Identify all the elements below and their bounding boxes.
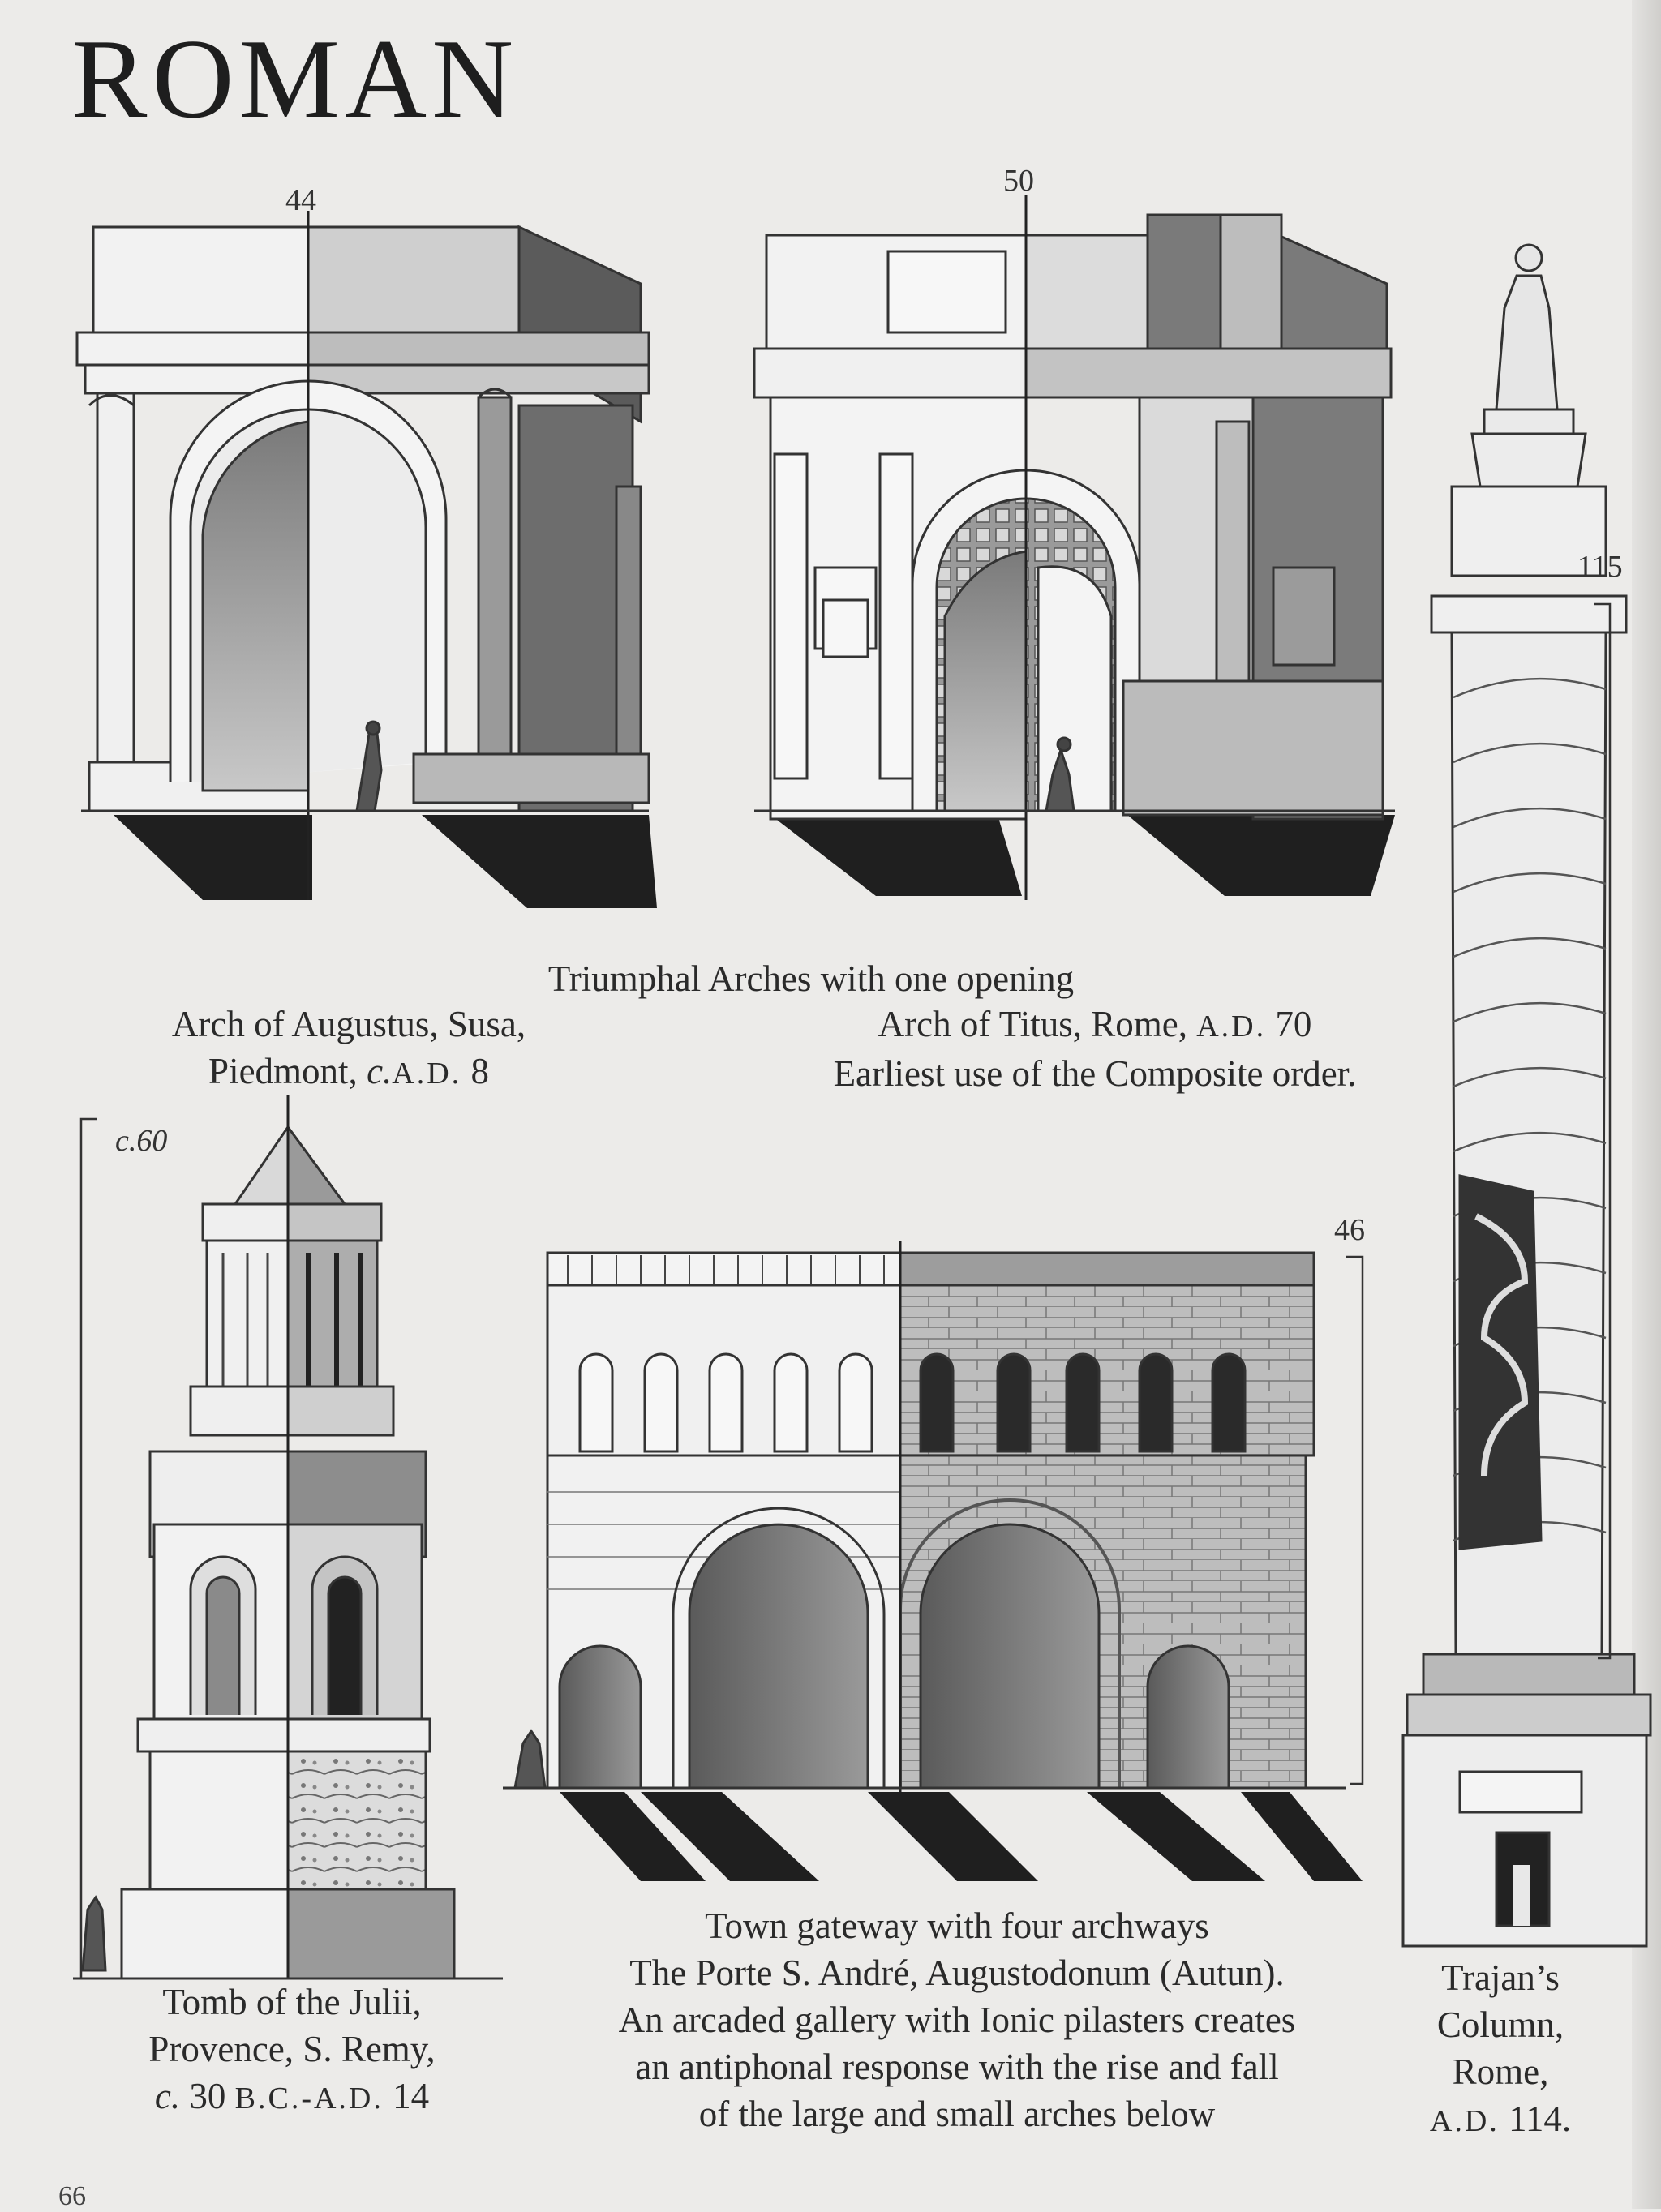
caption-trajan-line1: Trajan’s [1441,1957,1560,1998]
caption-trajan-era: A.D. [1429,2104,1500,2138]
caption-augustus-era: A.D. [392,1057,462,1091]
caption-augustus-circa: c. [367,1051,393,1091]
caption-julii-start: 30 [180,2076,235,2116]
caption-augustus-place: Piedmont, [208,1051,367,1091]
caption-arch-of-titus: Arch of Titus, Rome, A.D. 70 Earliest us… [714,1001,1476,1097]
caption-julii-era: B.C.-A.D. [234,2081,384,2116]
caption-titus-era: A.D. [1196,1010,1267,1044]
caption-trajan-line2: Column, [1436,2004,1564,2045]
caption-tomb-of-julii: Tomb of the Julii, Provence, S. Remy, c.… [81,1978,503,2122]
page-number: 66 [58,2181,86,2211]
dimension-augustus: 44 [285,183,316,217]
dimension-julii: c.60 [115,1124,168,1158]
dimension-titus: 50 [1003,164,1034,198]
caption-gateway-line4: an antiphonal response with the rise and… [635,2047,1279,2087]
arch-of-titus-drawing [753,195,1395,900]
caption-gateway-line2: The Porte S. André, Augustodonum (Autun)… [629,1953,1285,1993]
caption-trajan-line3: Rome, [1452,2051,1549,2092]
caption-gateway-line1: Town gateway with four archways [705,1905,1209,1946]
caption-trajans-column: Trajan’s Column, Rome, A.D. 114. [1395,1954,1606,2145]
caption-porte-s-andre: Town gateway with four archways The Port… [519,1902,1395,2137]
caption-augustus-line1: Arch of Augustus, Susa, [171,1004,526,1044]
caption-julii-line2: Provence, S. Remy, [148,2029,436,2069]
caption-julii-line1: Tomb of the Julii, [162,1982,422,2022]
caption-titus-line2: Earliest use of the Composite order. [833,1053,1357,1094]
caption-trajan-line4: A.D. 114. [1395,2095,1606,2145]
porte-s-andre-drawing [503,1241,1364,1881]
dimension-trajan: 115 [1577,550,1623,584]
caption-arch-of-augustus: Arch of Augustus, Susa, Piedmont, c.A.D.… [122,1001,576,1097]
caption-julii-circa: c. [154,2076,181,2116]
dimension-gateway: 46 [1334,1213,1365,1247]
caption-trajan-year: 114. [1499,2098,1572,2139]
caption-augustus-line2: Piedmont, c.A.D. 8 [122,1048,576,1097]
caption-titus-year: 70 [1266,1004,1312,1044]
caption-julii-line3: c. 30 B.C.-A.D. 14 [81,2073,503,2122]
caption-arches-heading: Triumphal Arches with one opening [547,958,1075,999]
page-title: ROMAN [71,16,519,142]
trajans-column-drawing [1401,243,1652,1948]
caption-gateway-line3: An arcaded gallery with Ionic pilasters … [618,2000,1296,2040]
caption-julii-end: 14 [383,2076,430,2116]
tomb-of-julii-drawing [73,1095,503,1980]
arch-of-augustus-drawing [75,211,657,908]
caption-titus-place: Arch of Titus, Rome, [878,1004,1197,1044]
caption-gateway-line5: of the large and small arches below [698,2094,1216,2134]
caption-titus-line1: Arch of Titus, Rome, A.D. 70 [714,1001,1476,1050]
caption-augustus-year: 8 [461,1051,489,1091]
